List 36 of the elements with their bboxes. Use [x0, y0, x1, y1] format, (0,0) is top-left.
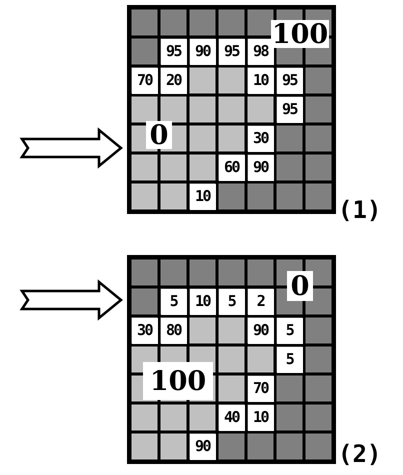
- number-cell: 95: [276, 96, 302, 122]
- large-number-label: 100: [143, 362, 213, 400]
- block-arrow: [20, 127, 123, 169]
- number-cell: 2: [248, 288, 274, 314]
- grid-board: [127, 255, 336, 464]
- number-cell: 95: [276, 68, 302, 94]
- number-cell: 30: [248, 126, 274, 152]
- number-cell: 10: [190, 288, 216, 314]
- number-cell: 5: [160, 288, 186, 314]
- number-cell: 98: [248, 38, 274, 64]
- number-cell: 90: [248, 154, 274, 180]
- grid-board: [127, 5, 336, 214]
- block-arrow: [20, 279, 123, 321]
- number-cell: 90: [190, 38, 216, 64]
- number-cell: 10: [248, 68, 274, 94]
- large-number-label: 100: [271, 20, 329, 48]
- number-cell: 95: [160, 38, 186, 64]
- number-cell: 90: [248, 318, 274, 344]
- number-cell: 5: [218, 288, 244, 314]
- large-number-label: 0: [146, 121, 172, 149]
- large-number-label: 0: [287, 271, 313, 301]
- figure-number: (1): [338, 196, 382, 224]
- number-cell: 70: [248, 376, 274, 402]
- number-cell: 5: [276, 346, 302, 372]
- number-cell: 30: [132, 318, 158, 344]
- number-cell: 40: [218, 404, 244, 430]
- number-cell: 20: [160, 68, 186, 94]
- number-cell: 60: [218, 154, 244, 180]
- number-cell: 5: [276, 318, 302, 344]
- number-cell: 70: [132, 68, 158, 94]
- number-cell: 90: [190, 434, 216, 460]
- number-cell: 10: [248, 404, 274, 430]
- number-cell: 95: [218, 38, 244, 64]
- number-cell: 80: [160, 318, 186, 344]
- figure-number: (2): [338, 440, 382, 468]
- number-cell: 10: [190, 184, 216, 210]
